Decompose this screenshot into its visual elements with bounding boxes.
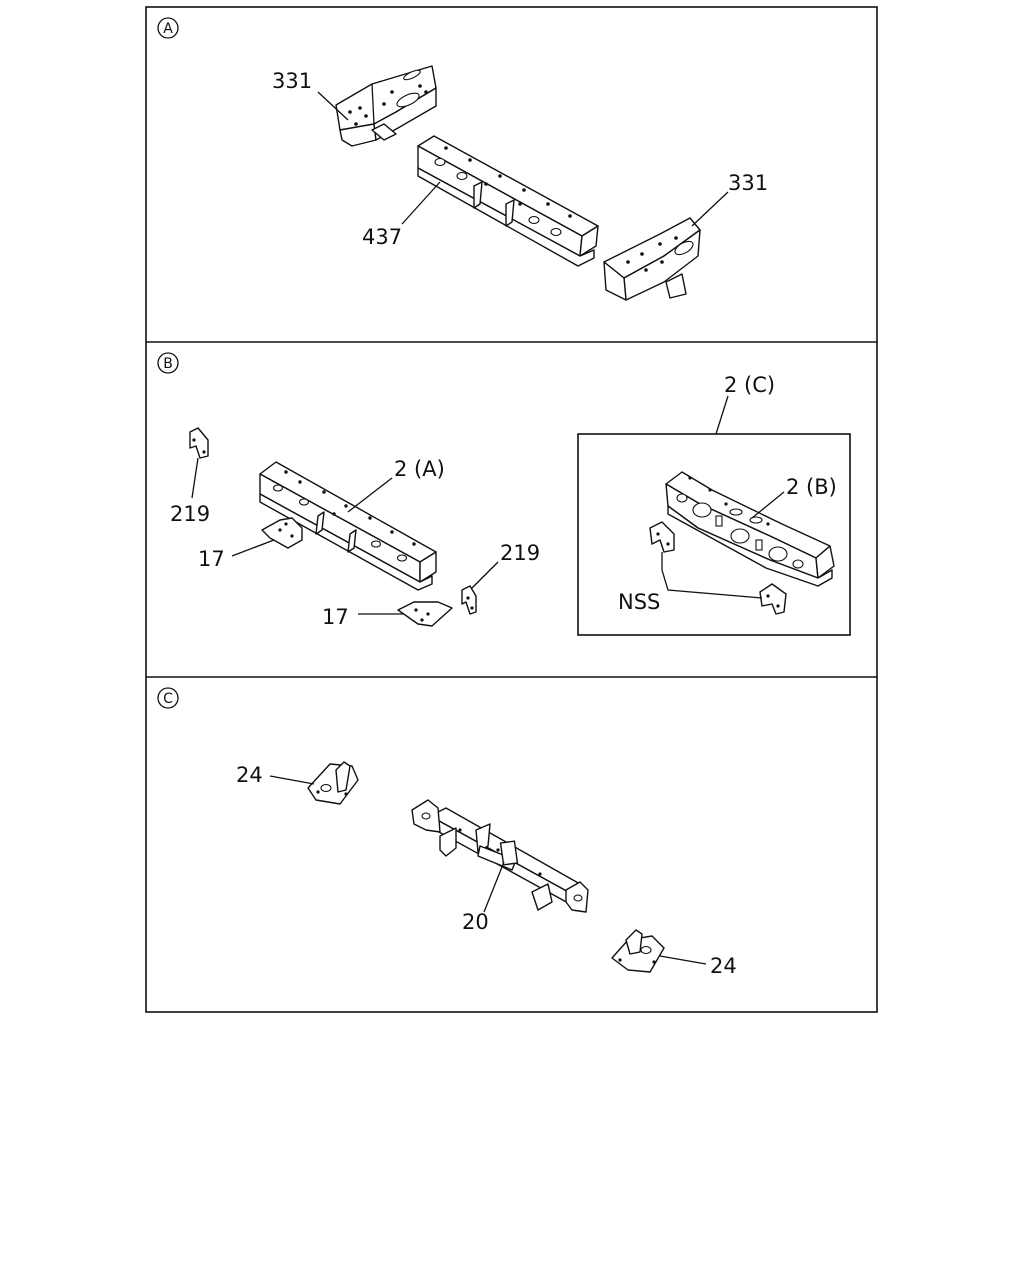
- section-c-label: C: [163, 691, 173, 707]
- part-437-cross-member: [417, 135, 599, 267]
- section-marker-b: B: [157, 352, 179, 374]
- part-331-right-bracket: [603, 217, 701, 301]
- callout-17-left: 17: [198, 547, 225, 571]
- callout-24-right: 24: [710, 954, 737, 978]
- callout-2a: 2 (A): [394, 457, 445, 481]
- callout-331-right: 331: [728, 171, 768, 195]
- leader-lines-c: [269, 775, 707, 965]
- callout-331-left: 331: [272, 69, 312, 93]
- part-nss-right-bracket: [759, 583, 787, 615]
- section-marker-a: A: [157, 17, 179, 39]
- callout-17-bottom: 17: [322, 605, 349, 629]
- callout-219-right: 219: [500, 541, 540, 565]
- section-b-label: B: [163, 356, 173, 372]
- callout-2c: 2 (C): [724, 373, 775, 397]
- inset-2c-box: [577, 433, 851, 636]
- leader-lines-b: [191, 395, 785, 615]
- callout-20: 20: [462, 910, 489, 934]
- part-nss-left-bracket: [649, 521, 675, 553]
- callout-2b: 2 (B): [786, 475, 837, 499]
- diagram-frame: [145, 6, 878, 1013]
- part-17-bottom-plate: [397, 601, 453, 627]
- part-219-right-bracket: [461, 585, 477, 615]
- callout-437: 437: [362, 225, 402, 249]
- callout-219-top: 219: [170, 502, 210, 526]
- part-24-left-mount: [307, 761, 359, 805]
- part-20-cross-member: [411, 799, 589, 913]
- callout-24-left: 24: [236, 763, 263, 787]
- part-2a-frame-member: [259, 461, 437, 591]
- part-24-right-mount: [611, 929, 665, 973]
- part-2b-frame-member: [665, 471, 835, 587]
- leader-lines-a: [317, 91, 729, 227]
- section-marker-c: C: [157, 687, 179, 709]
- section-a-label: A: [163, 21, 173, 37]
- part-219-top-bracket: [189, 427, 209, 459]
- callout-nss: NSS: [618, 590, 660, 614]
- part-331-left-bracket: [335, 65, 437, 147]
- part-17-left-plate: [261, 517, 303, 549]
